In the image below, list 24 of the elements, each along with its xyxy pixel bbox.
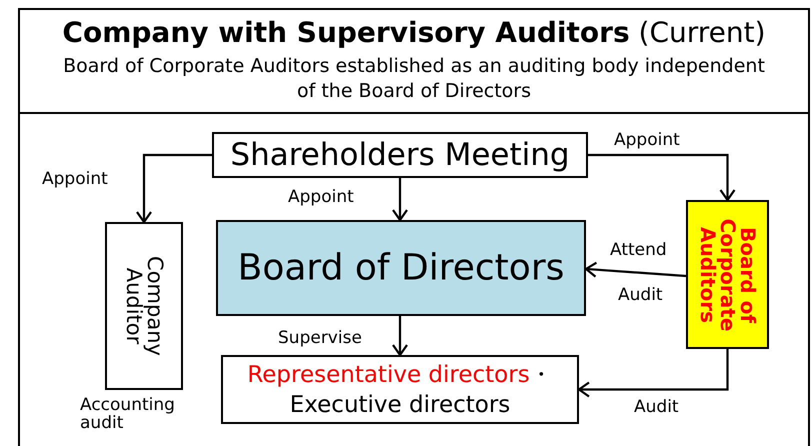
vertical-box: [686, 200, 769, 349]
vertical-box: [105, 222, 183, 390]
node-text: Shareholders Meeting: [230, 137, 570, 173]
node-text: Executive directors: [290, 392, 510, 418]
node-text: ・: [530, 362, 553, 388]
arrow: [136, 154, 212, 224]
caption: Board of Corporate Auditors established as an auditing body independent of the Board of Directors: [62, 54, 766, 104]
process-box: [221, 355, 579, 424]
process-box: [216, 220, 586, 316]
node-text: Board of Directors: [238, 248, 564, 288]
arrow: [578, 349, 729, 398]
arrow: [392, 178, 408, 222]
node-text: Company Auditor: [123, 255, 165, 358]
process-box: [212, 132, 588, 178]
node-text: Representative directors: [247, 362, 530, 388]
title: Company with Supervisory Auditors (Current): [61, 16, 767, 49]
edge-label: Appoint: [614, 131, 680, 150]
arrow: [584, 262, 686, 278]
edge-label: Appoint: [288, 188, 354, 207]
edge-label: Appoint: [42, 170, 108, 189]
node-text: Board of Corporate Auditors: [698, 217, 758, 333]
edge-label: Supervise: [278, 329, 362, 348]
arrow: [588, 154, 736, 202]
arrow: [392, 316, 408, 356]
